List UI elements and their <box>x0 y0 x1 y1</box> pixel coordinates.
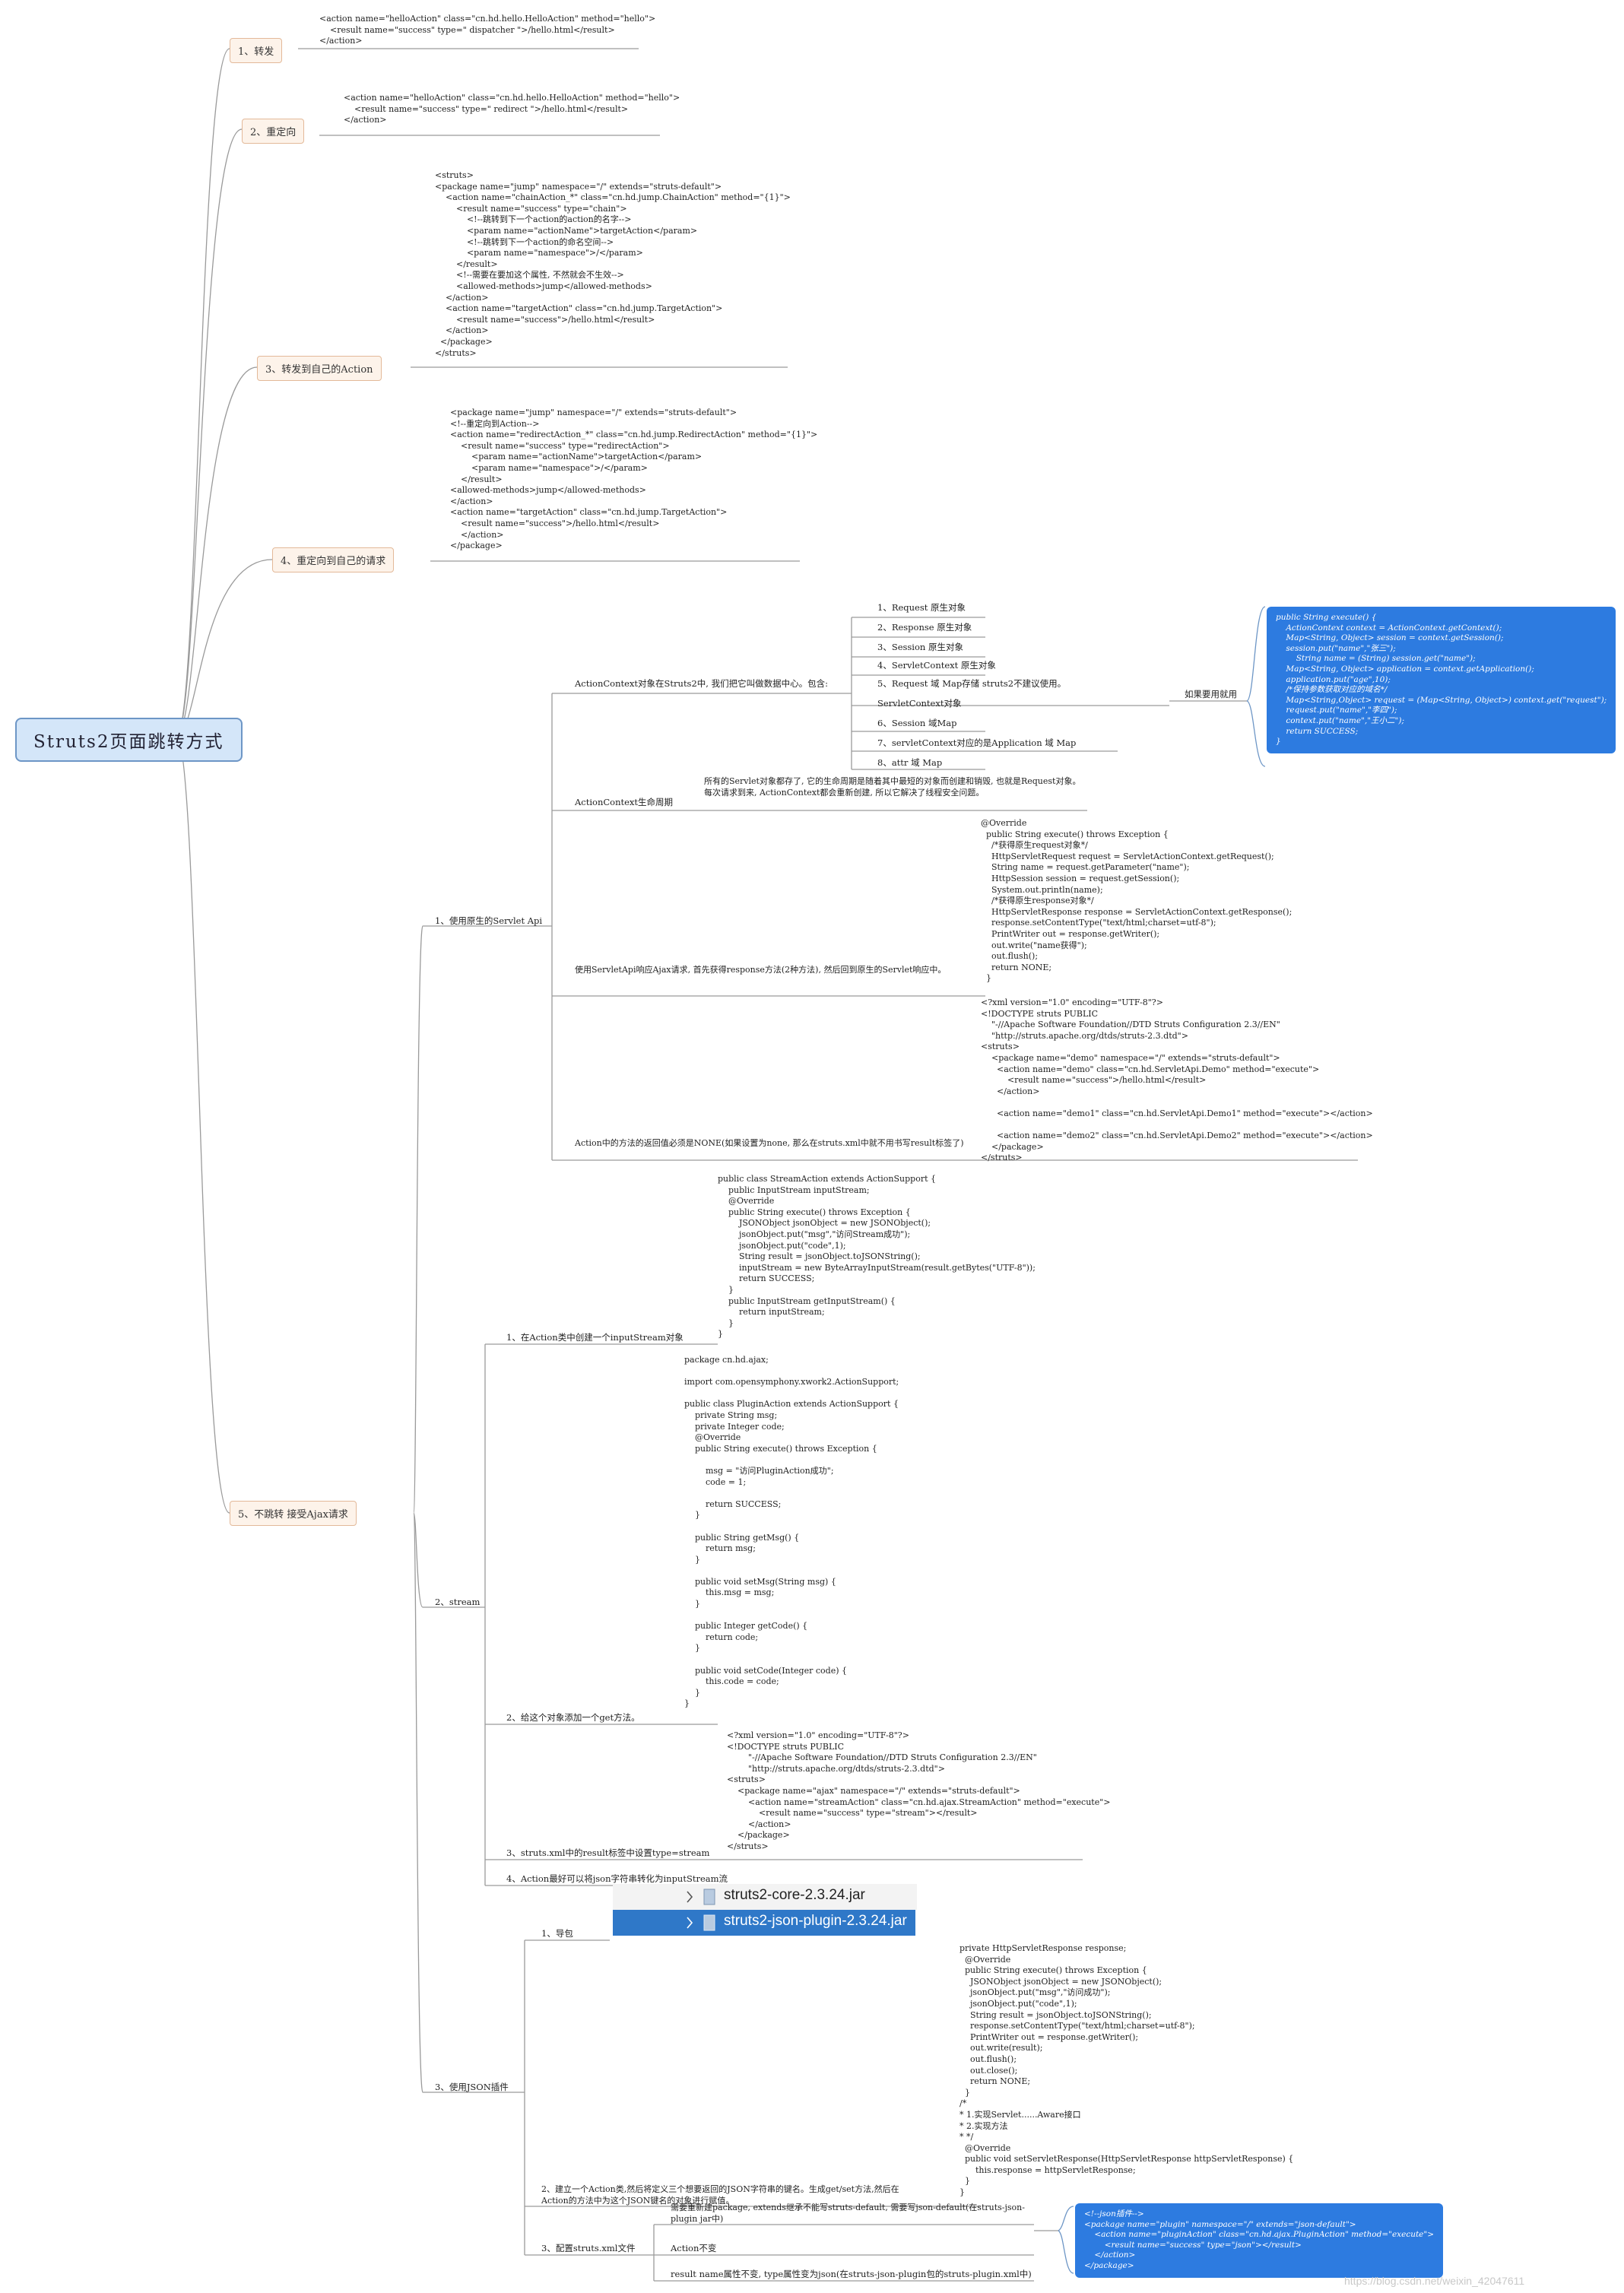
json-step2-label[interactable]: 2、建立一个Action类,然后将定义三个想要返回的JSON字符串的键名。生成g… <box>541 2184 899 2206</box>
topic-label: 1、转发 <box>238 46 274 58</box>
topic-redirect-action[interactable]: 4、重定向到自己的请求 <box>272 547 395 572</box>
context-item: 4、ServletContext 原生对象 <box>877 660 996 671</box>
action-context-label[interactable]: ActionContext对象在Struts2中, 我们把它叫做数据中心。包含: <box>575 678 828 689</box>
context-item: 1、Request 原生对象 <box>877 602 966 613</box>
json-step3-label[interactable]: 3、配置struts.xml文件 <box>541 2243 636 2253</box>
watermark: https://blog.csdn.net/weixin_42047611 <box>1344 2275 1525 2287</box>
stream-step2-code: package cn.hd.ajax; import com.opensymph… <box>684 1355 899 1709</box>
servlet-api-label[interactable]: 1、使用原生的Servlet Api <box>435 915 543 926</box>
context-item: 8、attr 域 Map <box>877 757 943 768</box>
servlet-ajax-label[interactable]: 使用ServletApi响应Ajax请求, 首先获得response方法(2种方… <box>575 965 947 975</box>
action-context-code-box: public String execute() { ActionContext … <box>1267 607 1616 753</box>
json-jar-label[interactable]: 1、导包 <box>541 1928 573 1939</box>
json-config-item: Action不变 <box>671 2243 717 2253</box>
root-node[interactable]: Struts2页面跳转方式 <box>15 718 243 762</box>
context-item: 5、Request 域 Map存储 struts2不建议使用。 <box>877 678 1067 689</box>
json-plugin-label[interactable]: 3、使用JSON插件 <box>435 2082 509 2092</box>
topic-chain-action[interactable]: 3、转发到自己的Action <box>257 356 382 381</box>
chevron-right-icon <box>687 1891 693 1929</box>
stream-label[interactable]: 2、stream <box>435 1597 481 1607</box>
stream-step4-label[interactable]: 4、Action最好可以将json字符串转化为inputStream流 <box>506 1873 728 1884</box>
json-step2-code: private HttpServletResponse response; @O… <box>959 1943 1294 2198</box>
stream-step3-code: <?xml version="1.0" encoding="UTF-8"?> <… <box>727 1730 1111 1851</box>
lifecycle-label[interactable]: ActionContext生命周期 <box>575 797 674 807</box>
context-item: ServletContext对象 <box>877 698 962 709</box>
json-config-item: result name属性不变, type属性变为json(在struts-js… <box>671 2269 1032 2279</box>
lifecycle-text: 所有的Servlet对象都存了, 它的生命周期是随着其中最短的对象而创建和销毁,… <box>704 776 1081 798</box>
return-none-label[interactable]: Action中的方法的返回值必须是NONE(如果设置为none, 那么在stru… <box>575 1138 964 1148</box>
context-item: 3、Session 原生对象 <box>877 642 963 652</box>
context-item: 6、Session 域Map <box>877 718 957 728</box>
topic-ajax[interactable]: 5、不跳转 接受Ajax请求 <box>230 1501 357 1526</box>
chain-action-code: <struts> <package name="jump" namespace=… <box>435 170 791 358</box>
stream-step1-code: public class StreamAction extends Action… <box>718 1174 1036 1340</box>
topic-label: 2、重定向 <box>250 127 297 138</box>
jar-json-plugin[interactable]: struts2-json-plugin-2.3.24.jar <box>724 1913 907 1929</box>
topic-label: 4、重定向到自己的请求 <box>281 556 386 567</box>
jar-file-icon <box>703 1889 715 1931</box>
stream-step2-label[interactable]: 2、给这个对象添加一个get方法。 <box>506 1712 640 1723</box>
context-item: 7、servletContext对应的是Application 域 Map <box>877 737 1077 748</box>
json-config-item: 需要重新建package, extends继承不能写struts-default… <box>671 2203 1025 2224</box>
stream-step3-label[interactable]: 3、struts.xml中的result标签中设置type=stream <box>506 1847 710 1858</box>
jar-core[interactable]: struts2-core-2.3.24.jar <box>724 1887 865 1903</box>
topic-label: 3、转发到自己的Action <box>265 364 373 376</box>
forward-code: <action name="helloAction" class="cn.hd.… <box>319 14 656 46</box>
json-plugin-config-box: <!--json插件--> <package name="plugin" nam… <box>1075 2203 1444 2278</box>
topic-label: 5、不跳转 接受Ajax请求 <box>238 1509 348 1521</box>
topic-forward[interactable]: 1、转发 <box>230 38 283 63</box>
context-item: 2、Response 原生对象 <box>877 622 972 633</box>
topic-redirect[interactable]: 2、重定向 <box>242 119 305 144</box>
servlet-ajax-code: @Override public String execute() throws… <box>981 818 1293 984</box>
stream-step1-label[interactable]: 1、在Action类中创建一个inputStream对象 <box>506 1332 684 1343</box>
redirect-code: <action name="helloAction" class="cn.hd.… <box>344 93 680 125</box>
root-title: Struts2页面跳转方式 <box>33 732 224 752</box>
return-none-code: <?xml version="1.0" encoding="UTF-8"?> <… <box>981 997 1373 1163</box>
redirect-action-code: <package name="jump" namespace="/" exten… <box>450 408 818 551</box>
if-use-label: 如果要用就用 <box>1185 689 1237 699</box>
